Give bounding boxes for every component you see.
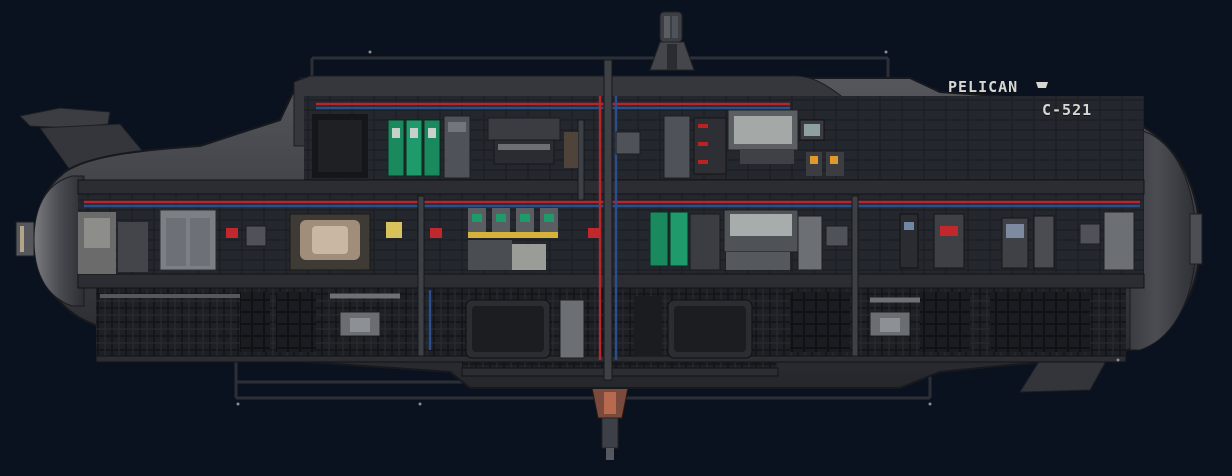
- upper-deck-rooms: [312, 109, 844, 179]
- vessel-designation: C-521: [1042, 101, 1093, 119]
- vessel-name: PELICAN: [948, 78, 1019, 96]
- reactor-cells-upper: [387, 119, 441, 177]
- lower-deck-rooms: [240, 292, 1090, 359]
- reactor-cells-main: [649, 211, 689, 267]
- nose-cap: [33, 175, 85, 307]
- vessel-emblem-icon: [1036, 82, 1048, 88]
- engine-block: [289, 213, 371, 271]
- ladders: [417, 59, 859, 381]
- hull-details: [236, 50, 1120, 406]
- top-mast: [649, 11, 695, 71]
- main-deck-rooms: [78, 208, 1135, 274]
- hazard-storage: [468, 208, 558, 270]
- bottom-docking-port: [591, 387, 629, 460]
